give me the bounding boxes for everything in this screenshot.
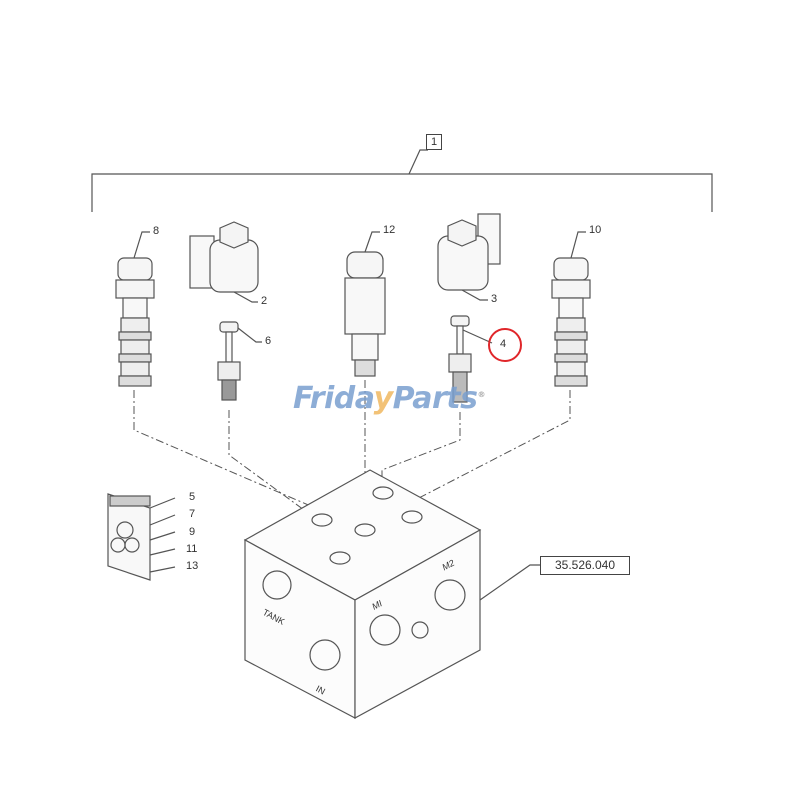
valve-cartridge-8 <box>115 257 155 387</box>
valve-cartridge-10 <box>551 257 591 387</box>
callout-9: 9 <box>189 526 196 538</box>
manifold-block <box>243 469 482 720</box>
solenoid-coil-2 <box>189 221 259 293</box>
watermark-text-1: Frida <box>293 381 374 416</box>
callout-6: 6 <box>265 335 272 347</box>
callout-11: 11 <box>186 543 198 555</box>
callout-3: 3 <box>491 293 498 305</box>
valve-stem-6 <box>217 321 241 401</box>
registered-mark: ® <box>477 390 485 399</box>
callout-2: 2 <box>261 295 268 307</box>
watermark-text-2: Parts <box>392 381 478 416</box>
callout-4: 4 <box>500 338 507 350</box>
assembly-label: 1 <box>426 134 442 150</box>
highlight-circle <box>488 328 522 362</box>
block-reference-label: 35.526.040 <box>540 556 630 575</box>
valve-stem-4 <box>448 315 472 403</box>
callout-5: 5 <box>189 491 196 503</box>
callout-7: 7 <box>189 508 196 520</box>
solenoid-coil-3 <box>437 213 501 291</box>
seal-kit-bag <box>107 493 176 581</box>
watermark-logo: FridayParts® <box>293 381 485 416</box>
callout-12: 12 <box>383 224 396 236</box>
callout-13: 13 <box>186 560 199 572</box>
callout-8: 8 <box>153 225 160 237</box>
relief-valve-12 <box>344 251 386 377</box>
assembly-bracket <box>91 173 713 212</box>
watermark-check-icon: y <box>373 381 394 416</box>
callout-10: 10 <box>589 224 602 236</box>
